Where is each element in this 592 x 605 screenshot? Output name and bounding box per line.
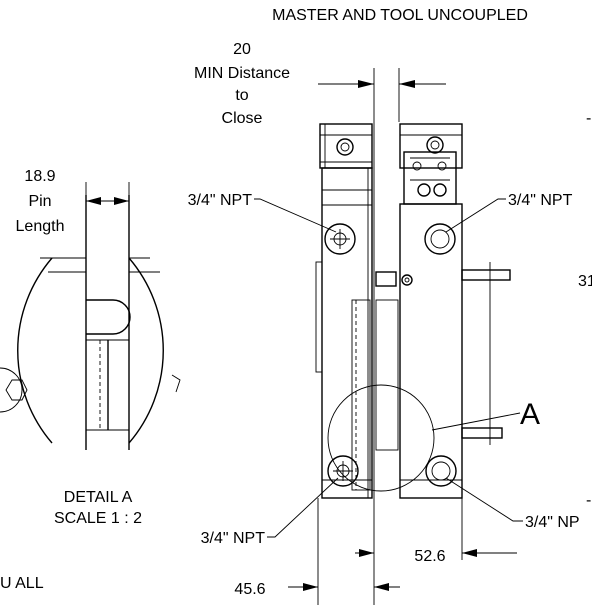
detail-a-boundary-left <box>17 257 53 444</box>
npt-leader-bottom-right <box>445 477 523 522</box>
detail-letter: A <box>520 398 540 431</box>
pin-length-value: 18.9 <box>24 168 55 185</box>
tool-module <box>375 123 511 499</box>
right-edge-mark-bottom: - <box>586 492 591 509</box>
npt-leader-top-right <box>445 198 506 233</box>
dim-52-6-label: 52.6 <box>414 548 445 565</box>
detail-a-view <box>0 195 181 450</box>
pin-arrowhead-left <box>86 197 101 205</box>
npt-label-top-left: 3/4" NPT <box>188 192 253 209</box>
detail-a-boundary-right <box>128 257 164 444</box>
npt-leader-top-left <box>254 198 337 233</box>
detail-scale: SCALE 1 : 2 <box>54 510 142 527</box>
arrowhead-45-6-left <box>303 583 318 591</box>
npt-label-bottom-right: 3/4" NP <box>525 514 580 531</box>
arrowhead-52-6-right <box>462 549 477 557</box>
arrowhead-45-6-right <box>374 583 389 591</box>
detail-caption: DETAIL A <box>64 489 133 506</box>
npt-leader-bottom-left <box>267 477 339 538</box>
right-edge-mark-top: - <box>586 110 591 127</box>
pin-length-line2: Length <box>16 218 65 235</box>
npt-port-top-left <box>324 223 356 255</box>
master-module <box>315 123 373 499</box>
min-distance-line3: Close <box>222 110 263 127</box>
npt-port-bottom-left <box>327 455 359 487</box>
npt-port-bottom-right <box>425 455 457 487</box>
pin-arrowhead-right <box>114 197 129 205</box>
min-distance-line2: to <box>235 87 248 104</box>
detail-a-leader <box>431 412 521 431</box>
partial-dimension-31: 31 <box>578 273 592 290</box>
pin-length-line1: Pin <box>28 193 51 210</box>
arrowhead-20-left <box>358 80 374 88</box>
arrowhead-52-6-left <box>359 549 374 557</box>
dim-45-6-label: 45.6 <box>234 581 265 598</box>
arrowhead-20-right <box>399 80 415 88</box>
min-distance-line1: MIN Distance <box>194 65 290 82</box>
min-distance-value: 20 <box>233 41 251 58</box>
drawing-title: MASTER AND TOOL UNCOUPLED <box>272 7 528 24</box>
corner-partial-text: U ALL <box>0 575 44 592</box>
npt-port-top-right <box>424 223 456 255</box>
npt-label-bottom-left: 3/4" NPT <box>201 530 266 547</box>
detail-a-callout-circle <box>327 384 435 492</box>
npt-label-top-right: 3/4" NPT <box>508 192 573 209</box>
